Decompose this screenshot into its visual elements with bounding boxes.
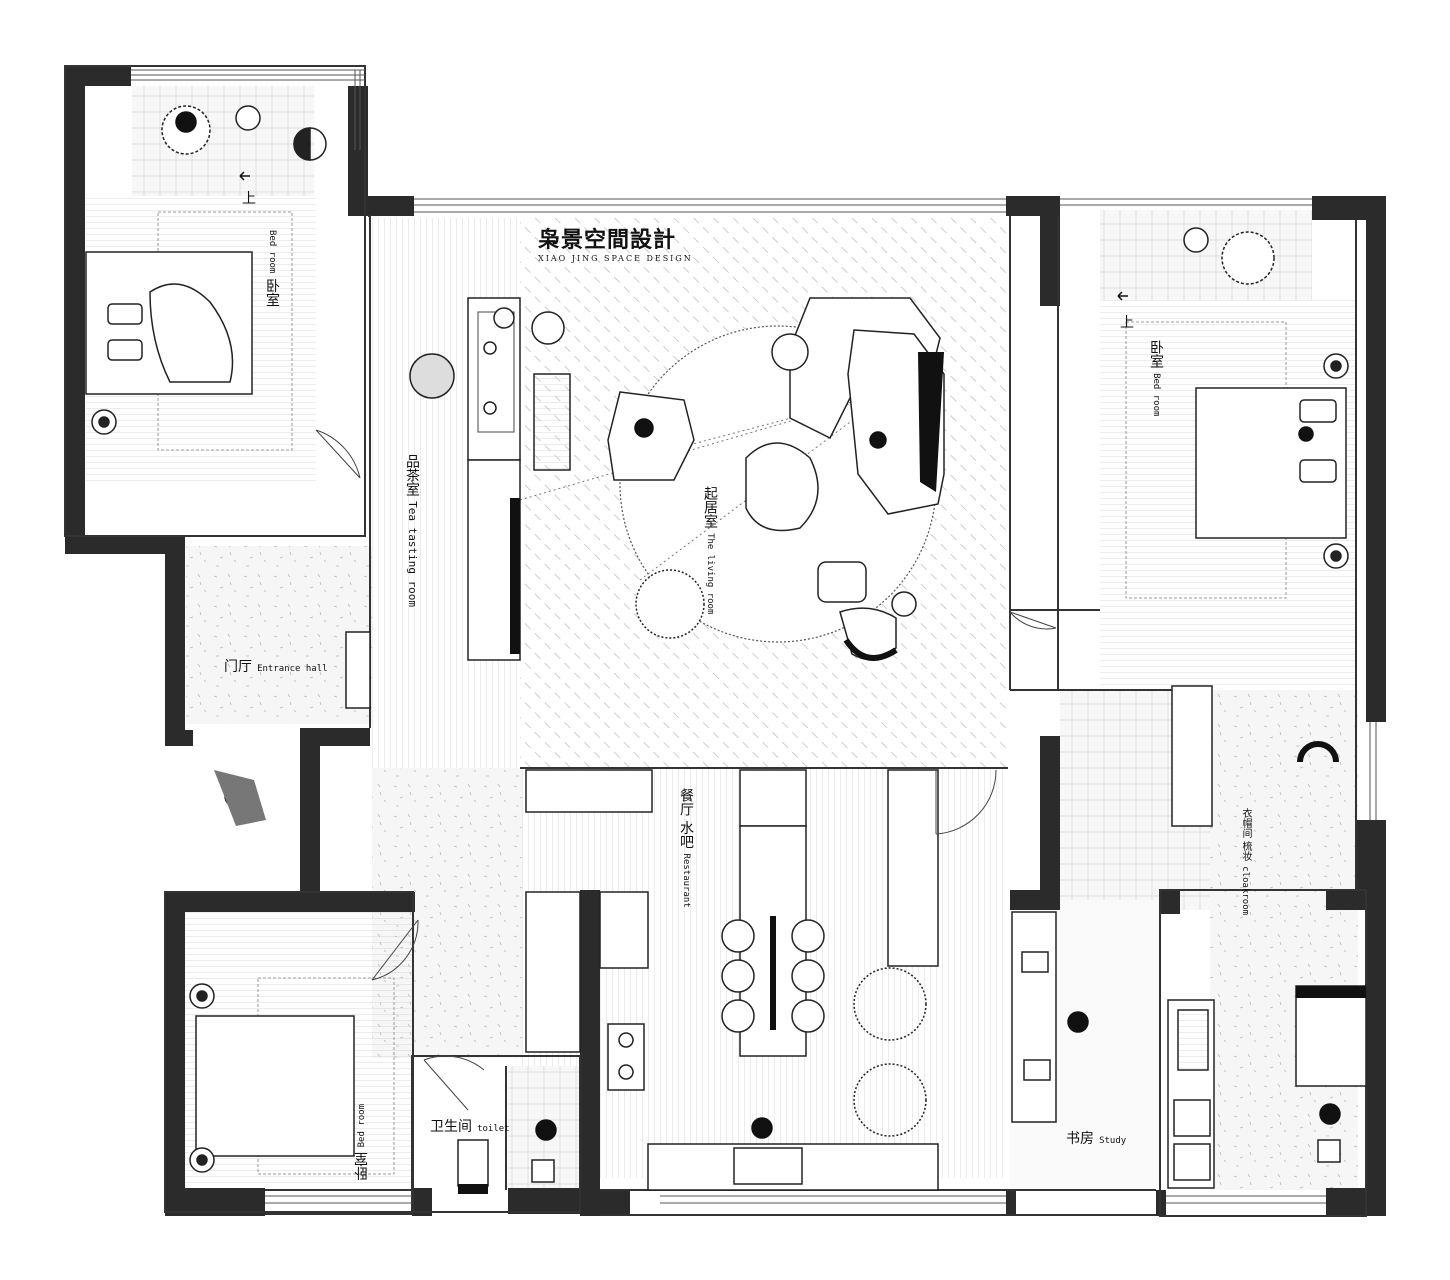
bedroom-r-cn: 卧室	[1148, 340, 1164, 368]
toilet-cn: 卫生间	[430, 1119, 472, 1135]
label-cloakroom: 衣帽间 梳妆 cloakroom	[1236, 808, 1255, 915]
label-toilet: 卫生间 toilet	[430, 1116, 510, 1136]
study-cn: 书房	[1066, 1131, 1094, 1147]
brand-name-en: XIAO JING SPACE DESIGN	[538, 254, 693, 263]
brand-logo: 枭景空間設計 XIAO JING SPACE DESIGN	[538, 222, 693, 263]
bedroom-tl-en: Bed room	[267, 230, 277, 274]
bedroom-r-en: Bed room	[1151, 373, 1161, 417]
label-bedroom-r: 卧室 Bed room	[1146, 340, 1166, 416]
restaurant-en: Restaurant	[681, 853, 691, 908]
entrance-cn: 门厅	[224, 659, 252, 675]
brand-name-cn: 枭景空間設計	[538, 227, 677, 253]
doors	[315, 429, 1057, 1111]
label-entrance: 门厅 Entrance hall	[224, 656, 328, 676]
cloakroom-en: cloakroom	[1240, 866, 1250, 916]
living-room-cn: 起居室	[702, 486, 718, 528]
stair-arrows	[239, 171, 1128, 301]
entrance-en: Entrance hall	[257, 664, 328, 674]
toilet-en: toilet	[477, 1124, 510, 1134]
balcony-r-floor	[1100, 210, 1312, 300]
label-living-room: 起居室 The living room	[700, 486, 720, 614]
furniture	[85, 105, 1367, 1194]
balcony-tl-floor	[132, 86, 314, 196]
entrance-floor	[186, 546, 372, 724]
label-bedroom-tl: Bed room 卧室	[262, 230, 282, 306]
label-bedroom-bl: 卧室 Bed room	[352, 1104, 372, 1180]
living-room-en: The living room	[705, 533, 715, 615]
tea-room-cn: 品茶室	[404, 454, 420, 496]
walls	[65, 66, 1386, 1216]
bed-bl	[195, 1015, 355, 1157]
stair-label-right: 上	[1120, 315, 1134, 331]
restaurant-cn: 餐厅 水吧	[678, 788, 694, 849]
people	[175, 111, 1341, 1141]
study-en: Study	[1099, 1136, 1127, 1146]
windows	[131, 69, 1377, 1204]
label-restaurant: 餐厅 水吧 Restaurant	[676, 788, 696, 908]
label-study: 书房 Study	[1066, 1128, 1126, 1148]
bedroom-bl-en: Bed room	[357, 1104, 367, 1148]
bedroom-bl-cn: 卧室	[354, 1152, 370, 1181]
tea-room-en: Tea tasting room	[406, 501, 419, 608]
stair-label-left: 上	[242, 191, 256, 207]
bedroom-tl-cn: 卧室	[264, 278, 280, 307]
label-tea-room: 品茶室 Tea tasting room	[402, 454, 422, 607]
cloakroom-cn: 衣帽间 梳妆	[1240, 808, 1251, 862]
